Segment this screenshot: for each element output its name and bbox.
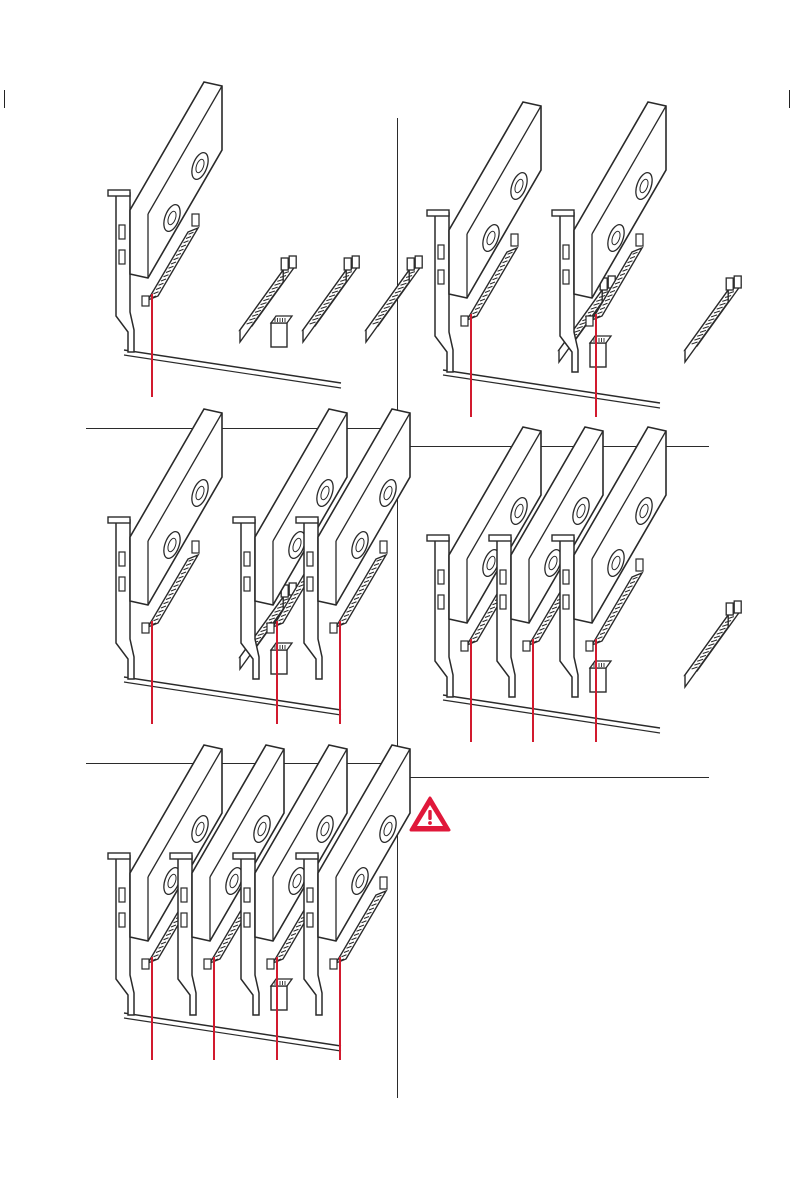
motherboard-edge <box>443 370 660 403</box>
pcie-x16-slot <box>303 256 359 342</box>
figure-three-graphics-cards-adjacent <box>405 470 705 760</box>
diagram-group <box>427 427 741 742</box>
motherboard-edge <box>124 355 341 388</box>
column-divider <box>397 118 398 1098</box>
diagram-group <box>108 409 410 724</box>
graphics-card-diagram <box>405 145 705 435</box>
graphics-card <box>552 102 666 372</box>
figure-one-graphics-card <box>86 125 386 415</box>
pcie-x16-slot <box>240 256 296 342</box>
graphics-card <box>427 102 541 372</box>
pcie-x1-slot <box>271 643 292 674</box>
graphics-card-diagram <box>405 470 705 760</box>
pcie-x1-slot <box>590 661 611 692</box>
pcie-x16-slot <box>685 601 741 687</box>
graphics-card-diagram <box>86 452 386 742</box>
graphics-card-diagram <box>86 125 386 415</box>
pcie-x16-slot <box>685 276 741 362</box>
graphics-card <box>108 409 222 679</box>
motherboard-edge <box>124 1013 341 1046</box>
graphics-card-diagram <box>86 788 386 1078</box>
separator-right-2 <box>410 777 709 778</box>
figure-three-graphics-cards-spread <box>86 452 386 742</box>
registration-mark-right <box>789 90 790 108</box>
motherboard-edge <box>124 350 341 383</box>
pcie-x1-slot <box>271 979 292 1010</box>
figure-four-graphics-cards <box>86 788 386 1078</box>
motherboard-edge <box>124 1018 341 1051</box>
warning-triangle-icon <box>408 795 452 833</box>
pcie-x1-slot <box>271 316 292 347</box>
diagram-group <box>427 102 741 417</box>
diagram-group <box>108 82 422 397</box>
motherboard-edge <box>443 700 660 733</box>
graphics-card <box>108 82 222 352</box>
motherboard-edge <box>124 677 341 710</box>
motherboard-edge <box>443 375 660 408</box>
motherboard-edge <box>443 695 660 728</box>
figure-two-graphics-cards <box>405 145 705 435</box>
pcie-x1-slot <box>590 336 611 367</box>
diagram-group <box>108 745 410 1060</box>
motherboard-edge <box>124 682 341 715</box>
registration-mark-left <box>4 90 5 108</box>
